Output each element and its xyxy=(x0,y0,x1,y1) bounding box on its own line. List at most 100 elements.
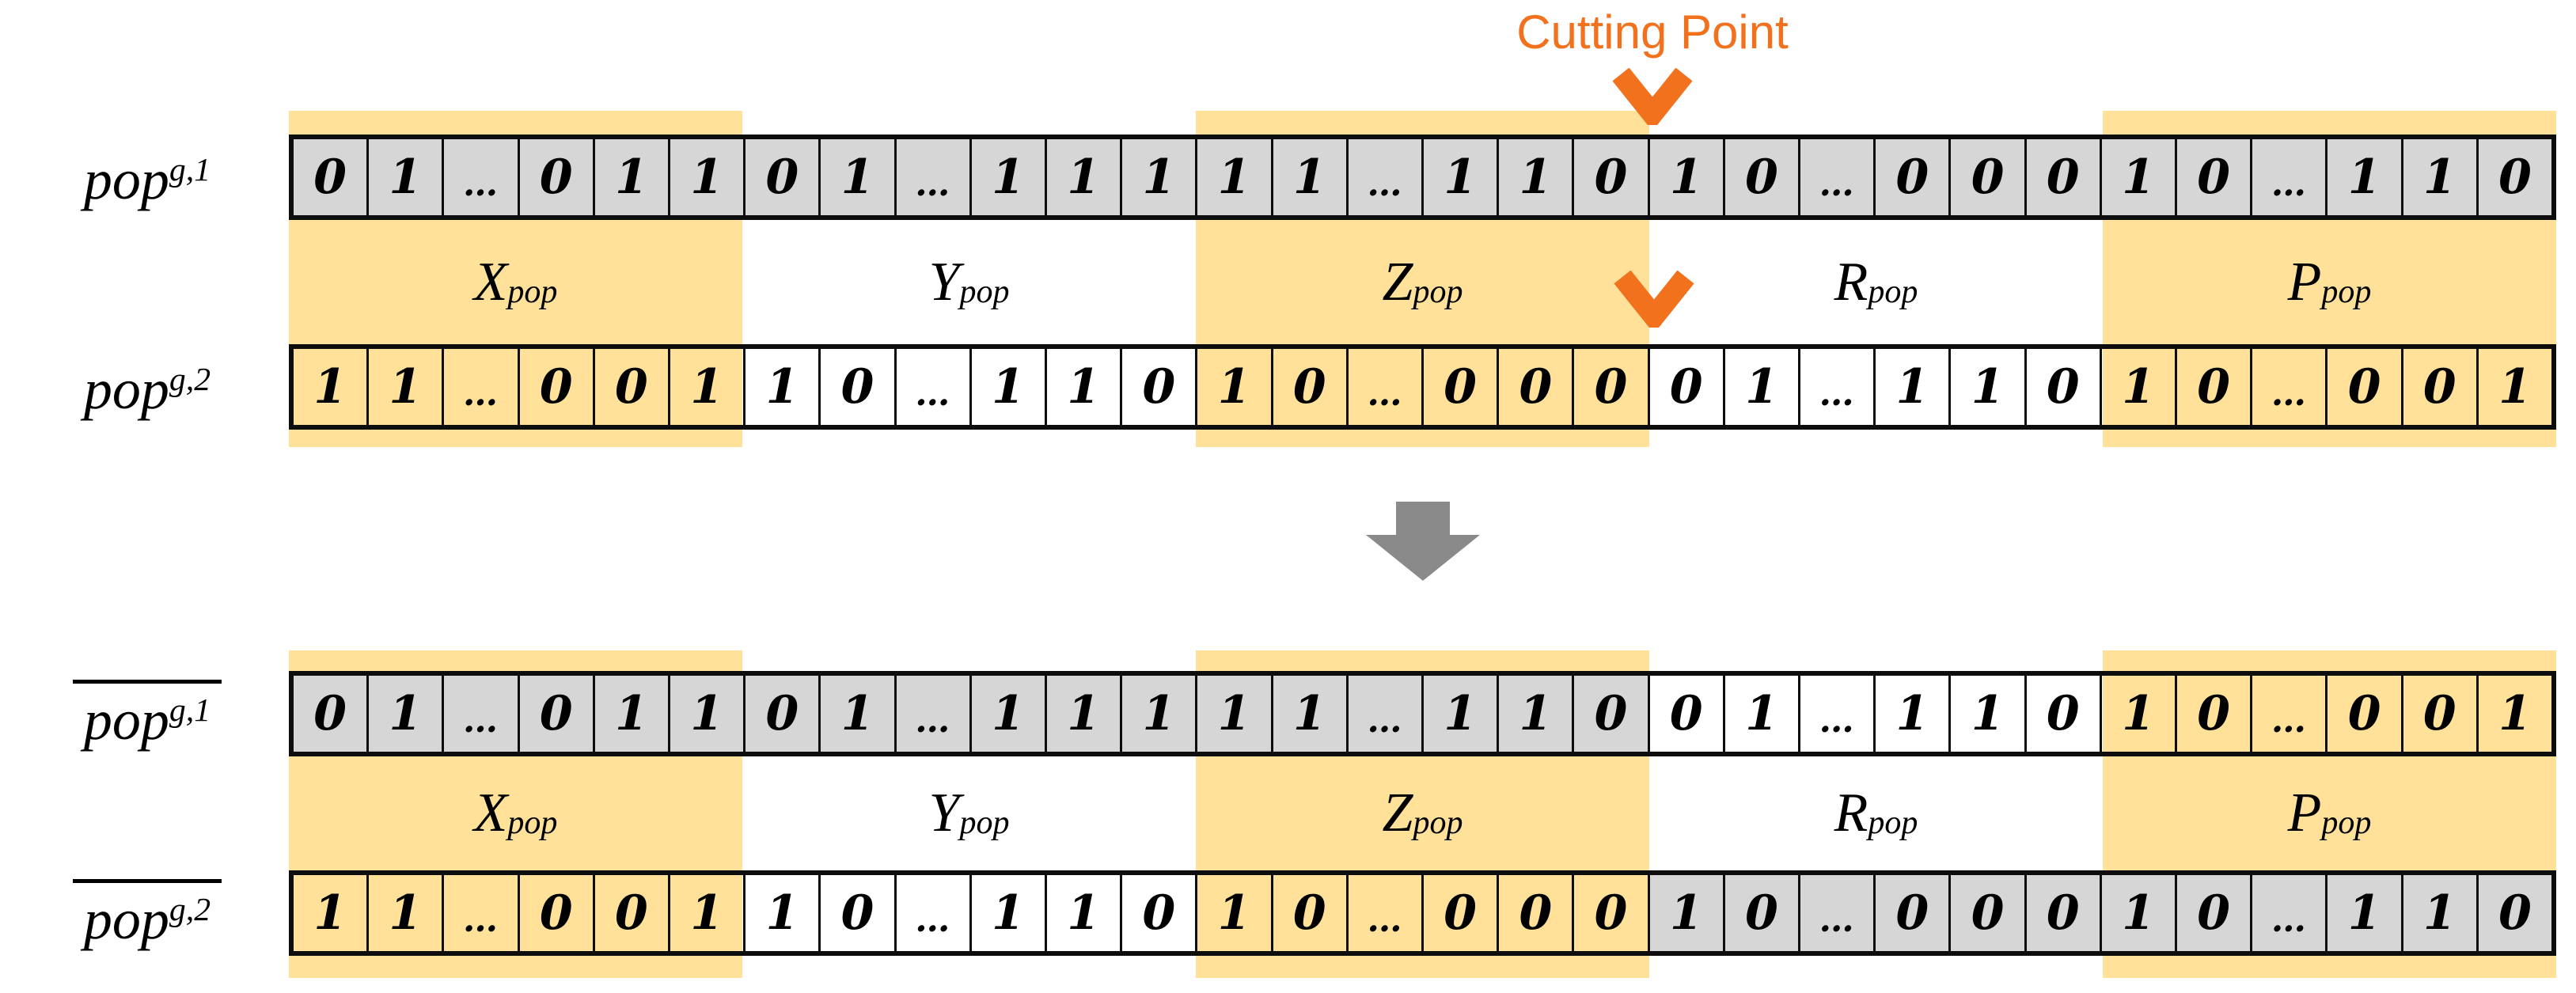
gene-cell: 1 xyxy=(1499,676,1575,752)
gene-cell: 0 xyxy=(745,676,821,752)
row-label-pop-g2: popg,2 xyxy=(24,344,271,430)
gene-cell: 1 xyxy=(2403,875,2479,951)
gene-cell: 0 xyxy=(1574,875,1650,951)
cutting-point-label: Cutting Point xyxy=(1516,6,1789,59)
gene-cell: … xyxy=(2252,349,2328,425)
gene-cell: 0 xyxy=(1574,349,1650,425)
gene-cell: 1 xyxy=(1876,676,1952,752)
gene-cell: 1 xyxy=(369,676,445,752)
gene-cell: 0 xyxy=(1574,676,1650,752)
gene-cell: 0 xyxy=(1499,875,1575,951)
gene-cell: 0 xyxy=(2177,676,2253,752)
gene-cell: 0 xyxy=(2177,139,2253,215)
gene-cell: 0 xyxy=(2328,349,2403,425)
gene-cell: 1 xyxy=(1725,676,1801,752)
gene-cell: 0 xyxy=(2328,676,2403,752)
gene-cell: 1 xyxy=(2101,139,2178,215)
gene-cell: 0 xyxy=(595,875,671,951)
gene-cell: 1 xyxy=(1122,139,1198,215)
gene-cell: 0 xyxy=(1424,349,1500,425)
chevron-down-icon xyxy=(1611,68,1694,125)
gene-cell: 1 xyxy=(2328,875,2403,951)
gene-cell: 0 xyxy=(2403,676,2479,752)
gene-cell: 1 xyxy=(1047,875,1123,951)
gene-cell: … xyxy=(444,139,520,215)
gene-cell: 1 xyxy=(1273,139,1349,215)
gene-cell: 1 xyxy=(1649,139,1725,215)
gene-cell: 1 xyxy=(821,676,897,752)
gene-cell: 1 xyxy=(972,875,1048,951)
gene-cell: 0 xyxy=(519,139,595,215)
gene-cell: … xyxy=(1349,349,1425,425)
gene-cell: 1 xyxy=(670,349,746,425)
gene-cell: 1 xyxy=(971,139,1048,215)
gene-cell: 1 xyxy=(369,349,445,425)
gene-cell: 1 xyxy=(1197,139,1273,215)
gene-cell: 1 xyxy=(821,139,897,215)
gene-cell: 0 xyxy=(520,875,595,951)
gene-cell: … xyxy=(1349,875,1425,951)
gene-cell: 1 xyxy=(594,676,671,752)
gene-cell: 0 xyxy=(1650,349,1725,425)
gene-cell: 1 xyxy=(1876,349,1952,425)
gene-cell: 0 xyxy=(821,875,897,951)
gene-cell: 0 xyxy=(1724,139,1801,215)
gene-cell: … xyxy=(1348,676,1425,752)
gene-cell: 1 xyxy=(670,875,746,951)
gene-cell: 0 xyxy=(1574,139,1650,215)
gene-cell: 1 xyxy=(2328,139,2403,215)
gene-cell: 1 xyxy=(2498,359,2532,415)
gene-cell: 1 xyxy=(2498,686,2532,741)
gene-cell: … xyxy=(2252,139,2328,215)
gene-cell: … xyxy=(2252,676,2328,752)
gene-cell: 0 xyxy=(1951,139,2027,215)
gene-cell: 0 xyxy=(1650,676,1725,752)
gene-cell: 1 xyxy=(2101,875,2178,951)
gene-cell: 0 xyxy=(595,349,671,425)
gene-cell: … xyxy=(444,349,520,425)
gene-cell: … xyxy=(2252,875,2328,951)
gene-cell: 1 xyxy=(1951,349,2027,425)
gene-cell: 1 xyxy=(1197,349,1273,425)
gene-cell: 0 xyxy=(2478,139,2552,215)
gene-cell: … xyxy=(897,875,972,951)
gene-cell: … xyxy=(1800,676,1876,752)
gene-cell: 0 xyxy=(1273,875,1349,951)
gene-cell: 1 xyxy=(1047,676,1123,752)
gene-cell: … xyxy=(1800,349,1876,425)
gene-cell: … xyxy=(1800,139,1876,215)
gene-cell: 0 xyxy=(1273,349,1349,425)
gene-cell: 0 xyxy=(2026,875,2102,951)
gene-cell: 0 xyxy=(1122,349,1198,425)
gene-cell: 0 xyxy=(520,349,595,425)
gene-cell: 0 xyxy=(1424,875,1500,951)
chevron-down-icon xyxy=(1613,271,1695,328)
math-label: popg,1 xyxy=(83,148,211,211)
math-label: popg,1 xyxy=(72,679,222,749)
gene-cell: 1 xyxy=(594,139,671,215)
gene-cell: 1 xyxy=(1197,875,1273,951)
gene-cell: 1 xyxy=(1499,139,1575,215)
gene-cell: 1 xyxy=(294,875,370,951)
gene-cell: 0 xyxy=(1876,875,1952,951)
gene-cell: 0 xyxy=(2177,349,2253,425)
gene-cell: … xyxy=(897,349,972,425)
gene-cell: 1 xyxy=(971,676,1048,752)
gene-cell: 1 xyxy=(745,875,821,951)
gene-cell: 0 xyxy=(2027,676,2102,752)
gene-cell: 0 xyxy=(519,676,595,752)
gene-cell: … xyxy=(1348,139,1425,215)
gene-cell: 0 xyxy=(2027,349,2102,425)
gene-cell: 1 xyxy=(369,139,445,215)
